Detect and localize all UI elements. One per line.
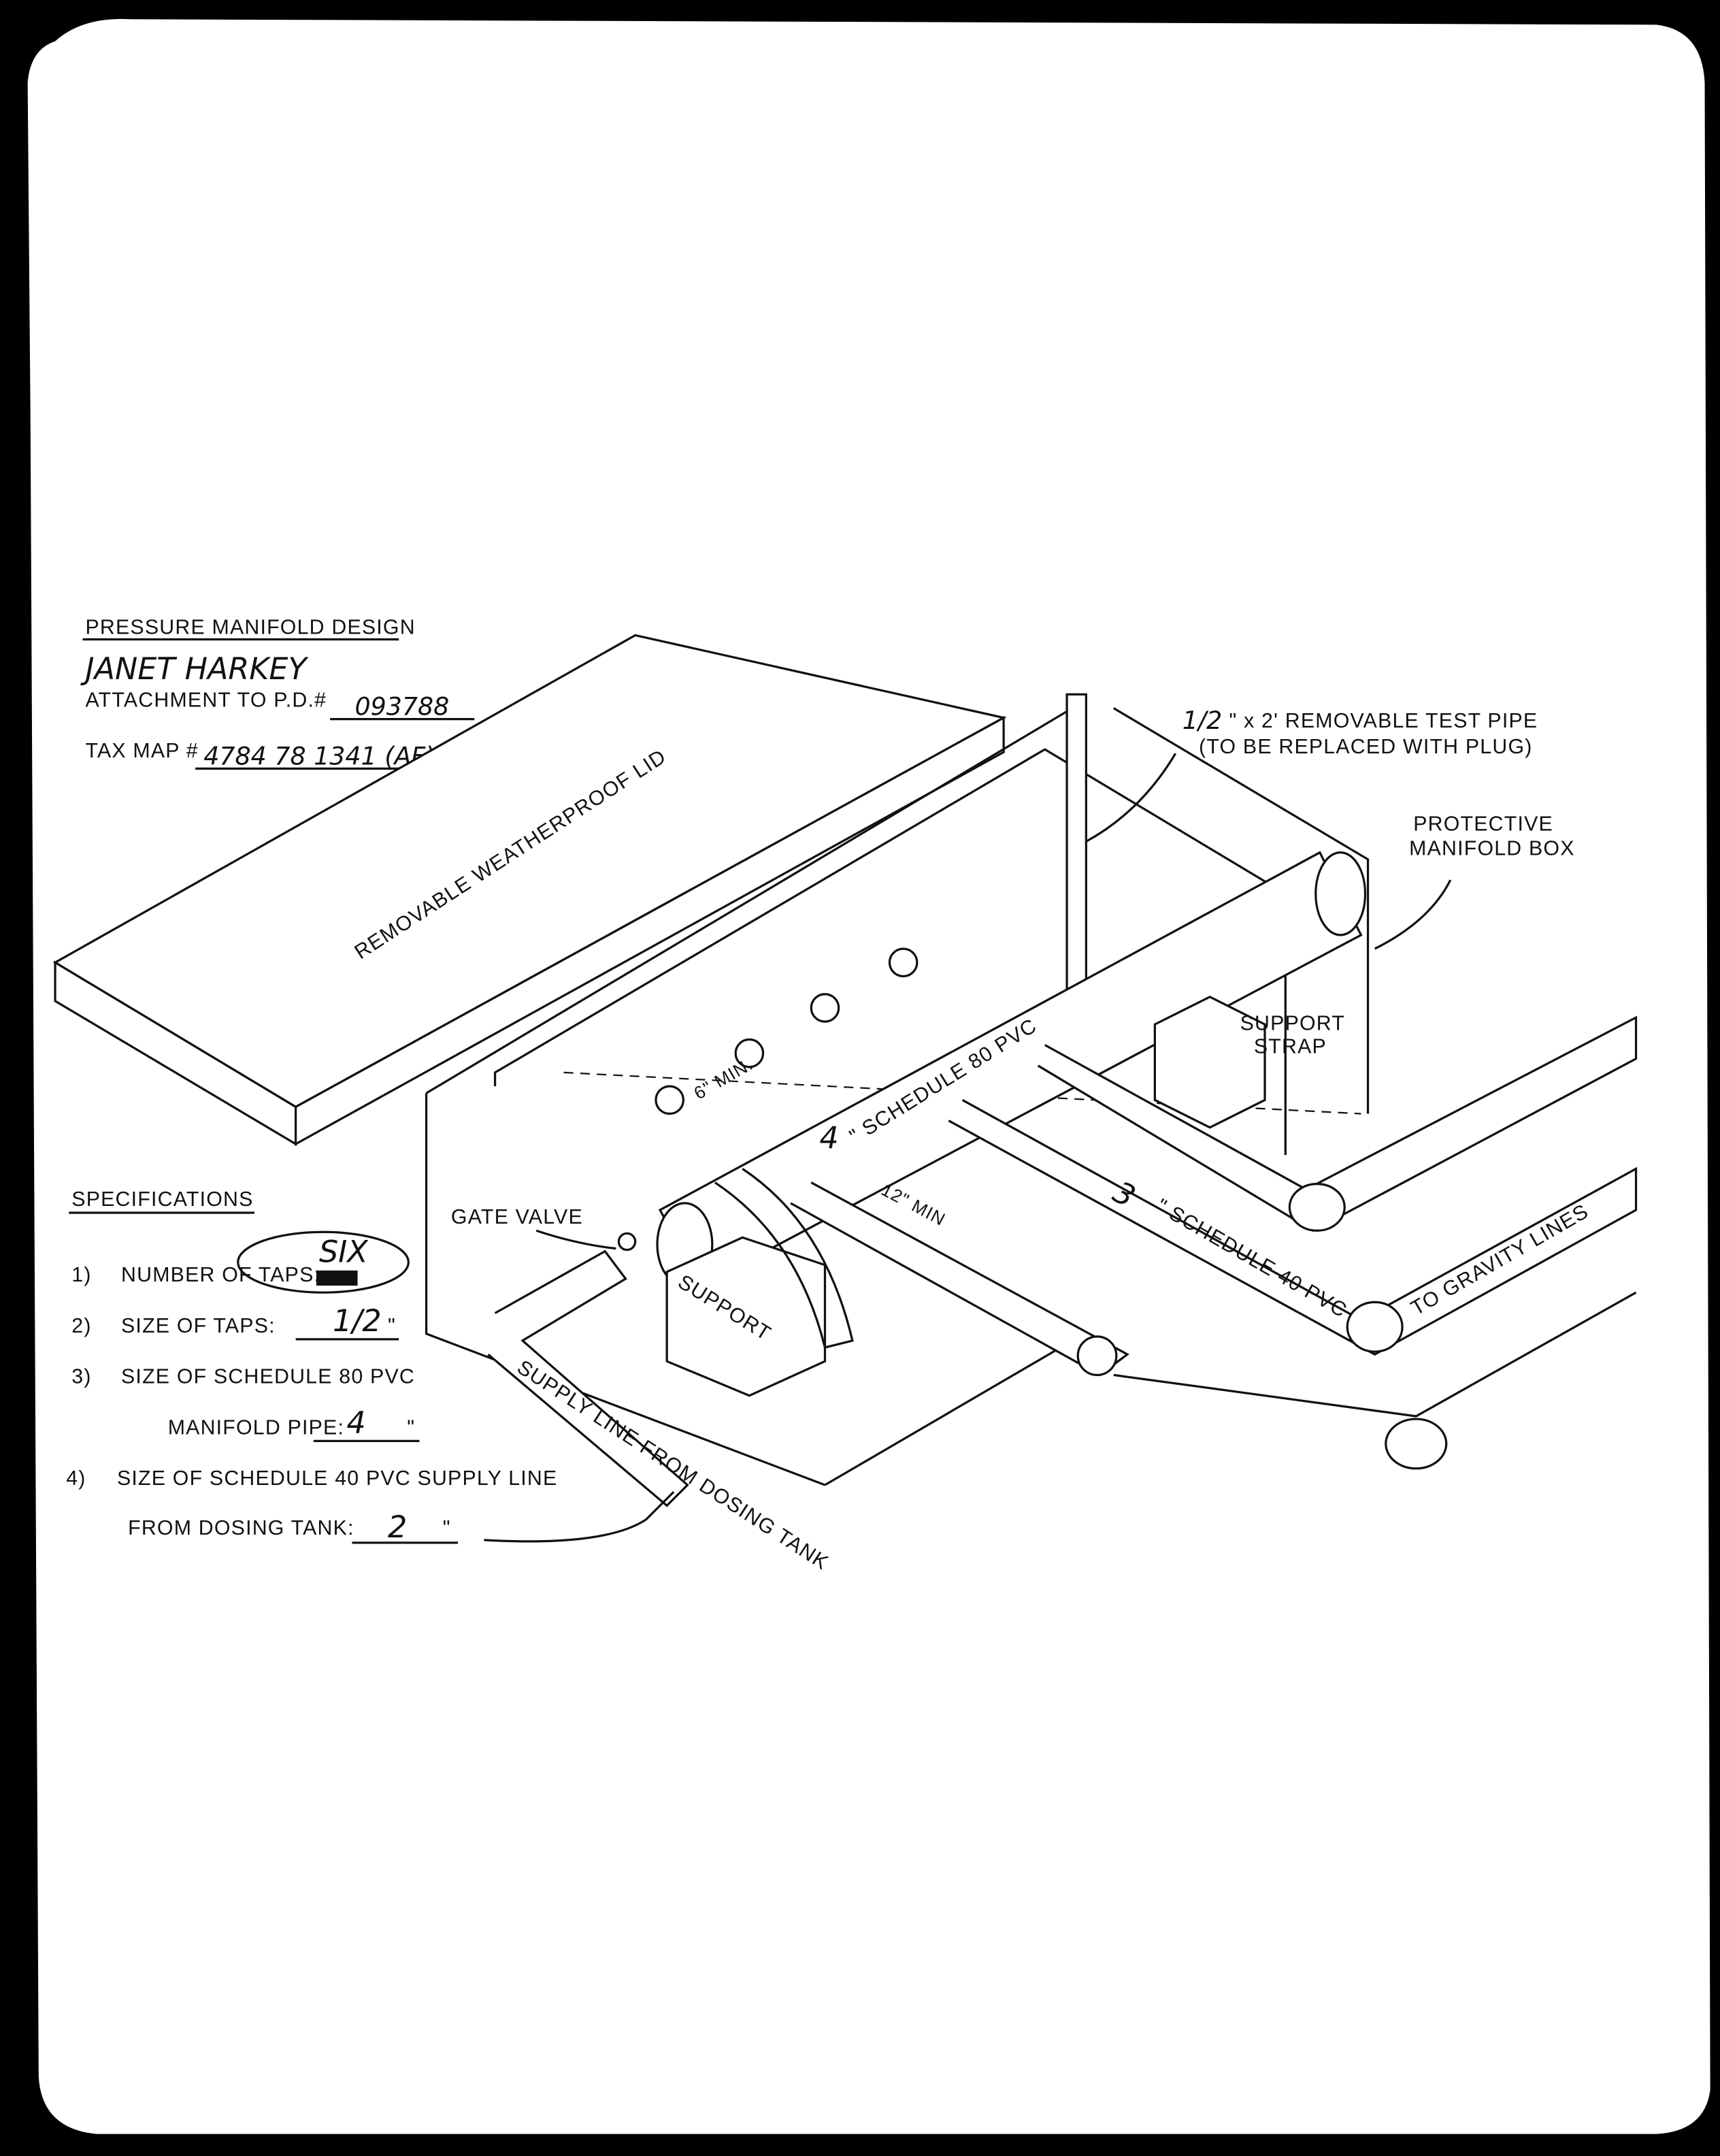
spec-2-label: SIZE OF TAPS: [121, 1315, 276, 1337]
gate-valve-arrow [535, 1229, 616, 1250]
spec-4-label: SIZE OF SCHEDULE 40 PVC SUPPLY LINE [117, 1467, 557, 1490]
spec-4-num: 4) [66, 1467, 86, 1490]
spec-1-label: NUMBER OF TAPS: [121, 1264, 320, 1286]
strap-label-1: SUPPORT [1240, 1012, 1345, 1034]
weatherproof-lid: REMOVABLE WEATHERPROOF LID [52, 634, 1007, 1146]
spec-1-value: SIX [319, 1235, 369, 1270]
tax-map-value: 4784 78 1341 (AF) [203, 741, 435, 770]
spec-4-unit: " [443, 1517, 451, 1539]
box-arrow [1374, 879, 1452, 950]
attachment-label: ATTACHMENT TO P.D.# [86, 689, 327, 711]
test-pipe-arrow [1085, 753, 1177, 843]
owner-name: JANET HARKEY [80, 652, 309, 687]
spec-3-value: 4 [346, 1405, 365, 1440]
tax-map-label: TAX MAP # [86, 740, 199, 762]
supports [665, 995, 1266, 1397]
test-pipe-label: " x 2' REMOVABLE TEST PIPE [1229, 710, 1538, 732]
manifold-size: 4 [819, 1121, 838, 1156]
test-pipe-note: (TO BE REPLACED WITH PLUG) [1199, 736, 1533, 758]
spec-2-num: 2) [71, 1315, 91, 1337]
attachment-value: 093788 [355, 692, 450, 721]
spec-2-value: 1/2 [333, 1304, 382, 1339]
title: PRESSURE MANIFOLD DESIGN [86, 616, 416, 638]
spec-1-num: 1) [71, 1264, 91, 1286]
gravity-lines [790, 1015, 1638, 1470]
strap-label-2: STRAP [1254, 1036, 1327, 1058]
spec-3-label: SIZE OF SCHEDULE 80 PVC [121, 1366, 415, 1388]
box-label-2: MANIFOLD BOX [1409, 838, 1575, 860]
supply-line [487, 1232, 689, 1507]
paper [27, 18, 1710, 2134]
spec-4-label2: FROM DOSING TANK: [128, 1517, 354, 1539]
spec-3-unit: " [407, 1416, 415, 1439]
spec-heading: SPECIFICATIONS [71, 1188, 253, 1211]
gate-valve-icon [617, 1232, 637, 1252]
header-block: PRESSURE MANIFOLD DESIGN JANET HARKEY AT… [80, 616, 475, 770]
spec-4-value: 2 [388, 1510, 407, 1545]
supply-arrow [484, 1490, 675, 1543]
gate-valve-label: GATE VALVE [451, 1206, 583, 1228]
spec-3-num: 3) [71, 1366, 91, 1388]
spec-3-label2: MANIFOLD PIPE: [168, 1416, 344, 1439]
spec-2-unit: " [388, 1315, 396, 1337]
test-pipe-size: 1/2 [1182, 706, 1223, 735]
box-label-1: PROTECTIVE [1413, 813, 1553, 835]
taps [655, 947, 919, 1115]
test-pipe [1065, 693, 1087, 998]
specifications: SPECIFICATIONS 1) NUMBER OF TAPS: SIX 2)… [66, 1188, 557, 1545]
